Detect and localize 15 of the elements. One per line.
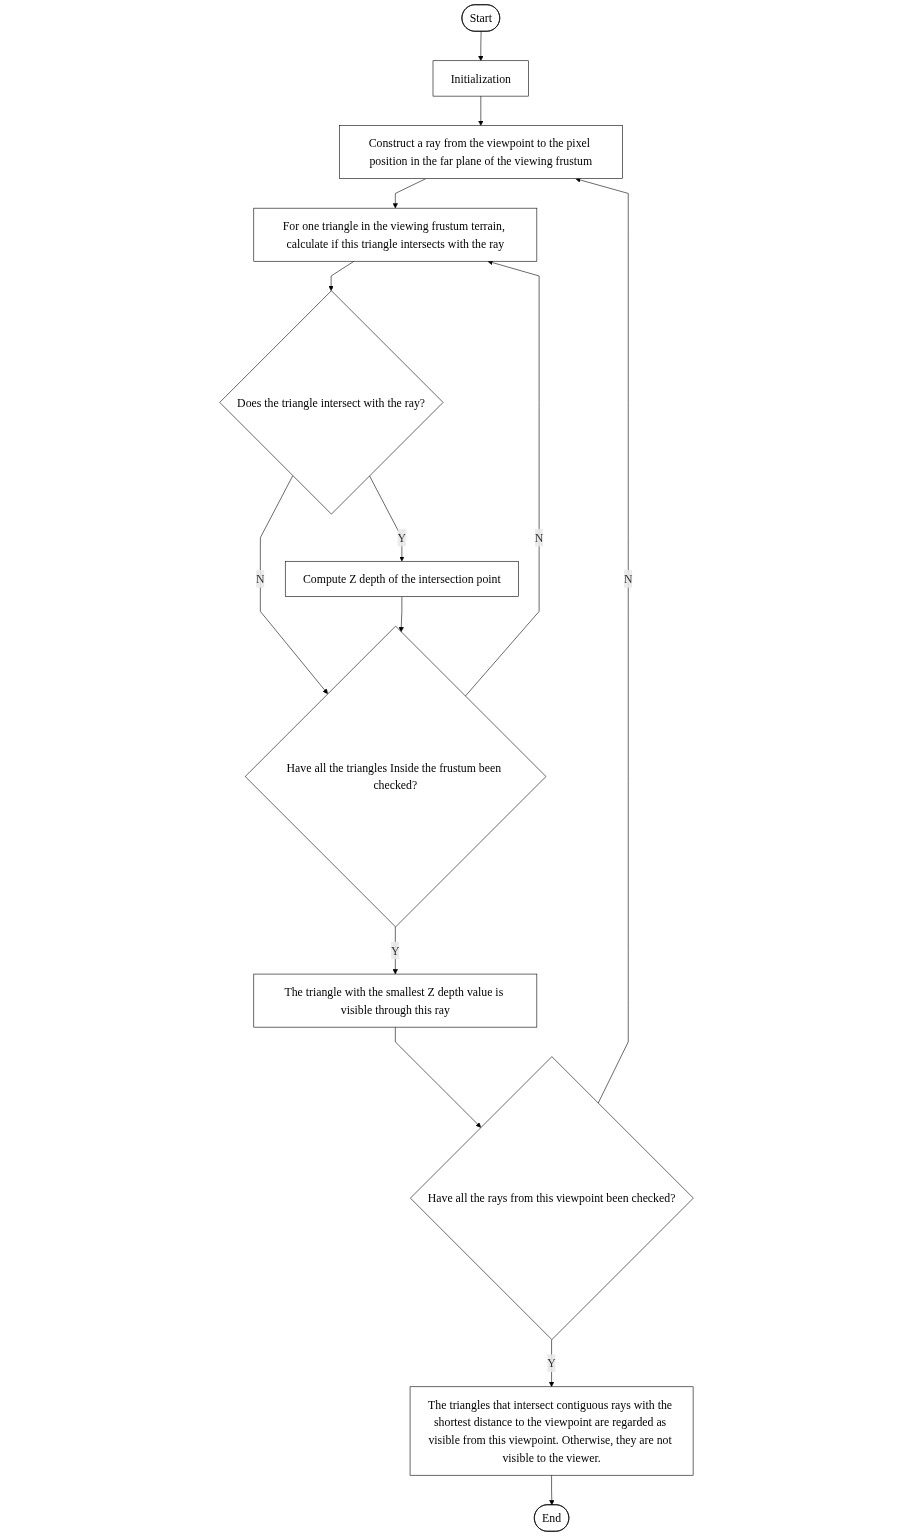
edge-label: N [624,572,633,586]
edge-label: Y [391,944,401,957]
edge-label: Y [547,1356,557,1370]
node-diamond: Does the triangle intersect with the ray? [219,290,444,515]
node-box: The triangles that intersect contiguous rays with the shortest distance to the viewpoint are regarded as visible from this viewpoint. Otherwise, they are not visible to the viewer. [410,1386,694,1476]
node-box: The triangle with the smallest Z depth value is visible through this ray [253,973,538,1028]
node-box: Initialization [433,60,530,97]
edge-label: N [256,572,266,586]
node-box: Construct a ray from the viewpoint to the pixel position in the far plane of the viewing frustum [339,125,624,179]
edge-label: Y [398,531,407,545]
node-box: Compute Z depth of the intersection point [285,561,520,597]
node-box: For one triangle in the viewing frustum terrain, calculate if this triangle intersects with the ray [253,207,538,262]
node-diamond: Have all the rays from this viewpoint been checked? [410,1056,695,1340]
edge-label: N [535,531,544,545]
node-diamond: Have all the triangles Inside the frustum been checked? [245,625,547,928]
